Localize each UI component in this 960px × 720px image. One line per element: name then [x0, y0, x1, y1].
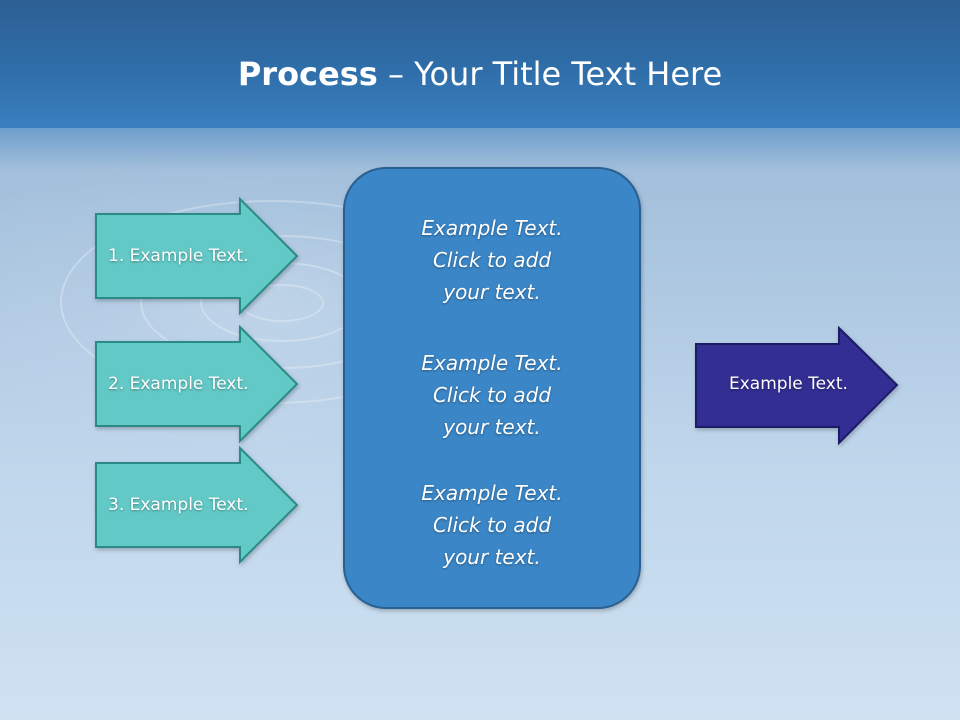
- input-arrow-3-label: 3. Example Text.: [108, 495, 249, 515]
- output-arrow-label: Example Text.: [729, 374, 848, 394]
- center-text-block-3[interactable]: Example Text. Click to add your text.: [421, 481, 563, 569]
- title-bar: [0, 0, 960, 128]
- title-bar-fade: [0, 120, 960, 170]
- center-text-block-1[interactable]: Example Text. Click to add your text.: [421, 216, 563, 304]
- input-arrow-2[interactable]: [95, 324, 299, 444]
- output-arrow[interactable]: [695, 325, 899, 446]
- input-arrow-3[interactable]: [95, 445, 299, 565]
- title-rest-part: – Your Title Text Here: [377, 55, 723, 93]
- center-text-block-2[interactable]: Example Text. Click to add your text.: [421, 351, 563, 439]
- input-arrow-2-label: 2. Example Text.: [108, 374, 249, 394]
- input-arrow-1-label: 1. Example Text.: [108, 246, 249, 266]
- title-bold-part: Process: [237, 55, 378, 93]
- input-arrow-1[interactable]: [95, 196, 299, 316]
- center-process-box[interactable]: [343, 167, 641, 609]
- slide-title[interactable]: Process – Your Title Text Here: [0, 52, 960, 96]
